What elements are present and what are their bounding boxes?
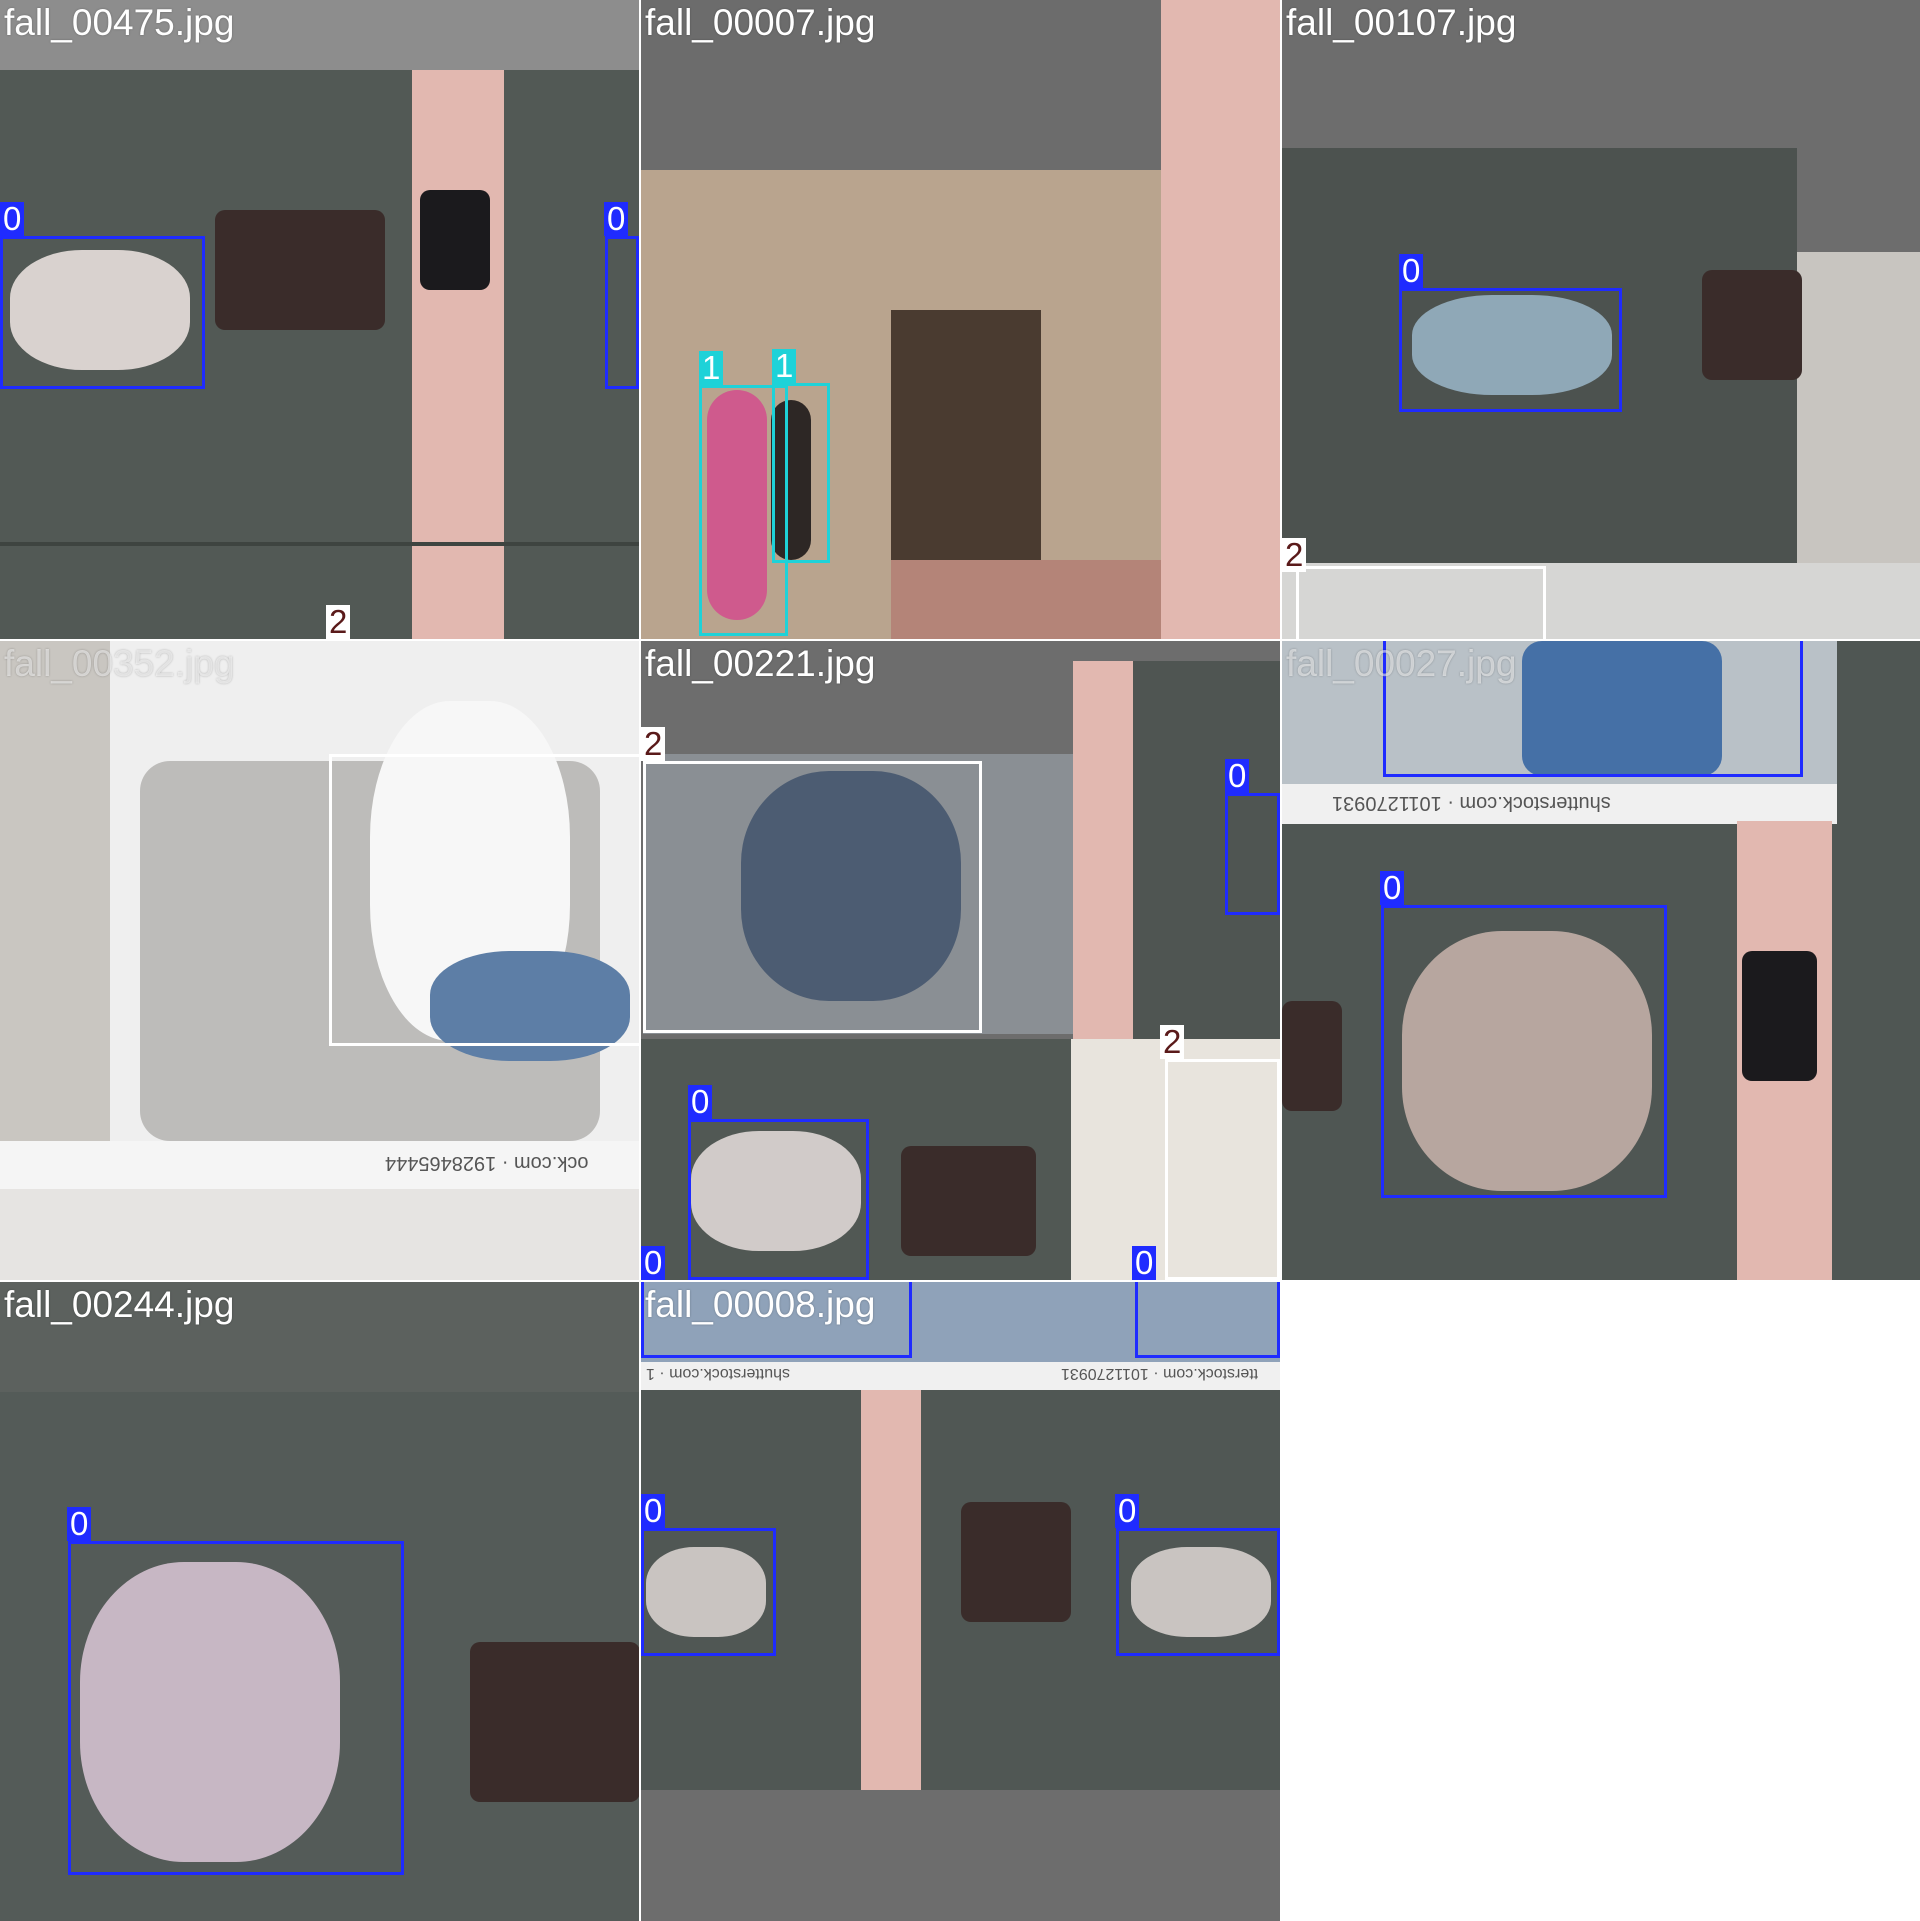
watermark-bar [1282,784,1837,824]
tile-fall-00244: fall_00244.jpg 0 [0,1282,639,1921]
tile-fall-00221: fall_00221.jpg 2 0 2 0 0 0 [641,641,1280,1280]
bbox-label: 2 [326,605,351,639]
kitchen-scene [1797,252,1920,563]
top-gray-band [0,0,639,70]
fallen-person [1402,931,1652,1191]
bbox-class-0 [0,236,205,389]
chair [1702,270,1802,380]
watermark: shutterstock.com · 1011270931 [1332,792,1611,814]
fallen-person [80,1562,340,1862]
bbox-label: 0 [1225,759,1250,793]
lower-strip [0,542,639,546]
jeans [430,951,630,1061]
bbox-class-0 [1381,905,1667,1198]
bbox-label: 0 [1115,1494,1140,1528]
fallen-person [10,250,190,370]
watermark: tterstock.com · 1011270931 [1061,1365,1259,1382]
tile-fall-00352: ock.com · 1928465444 fall_00352.jpg [0,641,639,1280]
man-with-laptop [741,771,961,1001]
bbox-class-2 [1165,1059,1280,1280]
bbox-class-0 [605,236,639,389]
standing-person [771,400,811,560]
chair [215,210,385,330]
bbox-class-0 [1116,1528,1280,1656]
tile-filename: fall_00027.jpg [1286,643,1517,684]
top-scene [641,1282,1280,1362]
office-chair [1742,951,1817,1081]
bbox-class-1 [772,383,830,563]
bbox-label: 0 [641,1246,666,1280]
person-legs [1522,641,1722,776]
bbox-label: 0 [1380,871,1405,905]
bottom-scene [0,1189,639,1280]
fallen-person [1131,1547,1271,1637]
tile-filename: fall_00475.jpg [4,2,235,43]
bbox-class-2 [1296,566,1546,639]
bbox-class-0 [1225,793,1280,915]
office-chair [420,190,490,290]
tile-fall-00008: shutterstock.com · 1 tterstock.com · 101… [641,1282,1280,1921]
sofa [891,560,1161,639]
tile-filename: fall_00008.jpg [645,1284,876,1325]
watermark-bar [0,1141,639,1189]
bed-scene [0,641,110,1141]
bottom-scene [1282,563,1920,639]
tile-fall-00475: fall_00475.jpg 0 0 2 [0,0,639,639]
bbox-label: 2 [641,727,666,761]
wooden-cabinet [861,1390,921,1790]
sofa-scene [1071,1039,1280,1280]
fallen-person [691,1131,861,1251]
bbox-label: 1 [772,349,797,383]
bbox-class-0 [641,1528,776,1656]
fallen-person [646,1547,766,1637]
tile-filename: fall_00007.jpg [645,2,876,43]
bbox-class-0 [688,1119,869,1280]
standing-person [707,390,767,620]
bbox-label: 0 [0,202,25,236]
chair [901,1146,1036,1256]
bbox-class-0 [1399,288,1622,412]
watermark: ock.com · 1928465444 [385,1152,589,1174]
bbox-label: 0 [1399,254,1424,288]
watermark-bar [641,1362,1280,1390]
tile-filename: fall_00221.jpg [645,643,876,684]
bbox-class-1 [699,385,788,636]
bottom-gray-band [641,1790,1280,1921]
bbox-label: 0 [641,1494,666,1528]
tile-fall-00107: fall_00107.jpg 0 2 [1282,0,1920,639]
tile-filename: fall_00244.jpg [4,1284,235,1325]
tile-filename: fall_00107.jpg [1286,2,1517,43]
bbox-class-0 [68,1541,404,1875]
bbox-label: 1 [699,351,724,385]
bbox-label: 2 [1160,1025,1185,1059]
bbox-class-2 [329,754,639,1046]
chair [961,1502,1071,1622]
bookshelf [891,310,1041,570]
chair [1282,1001,1342,1111]
wooden-cabinet [1073,661,1133,1041]
bbox-class-0 [641,1282,912,1358]
wooden-cabinet [1161,0,1280,639]
bbox-label: 0 [688,1085,713,1119]
bbox-class-2 [643,761,982,1033]
tile-filename: fall_00352.jpg [4,643,235,684]
top-band [0,1282,639,1392]
tile-fall-00007: fall_00007.jpg 1 1 [641,0,1280,639]
wooden-cabinet [412,70,504,639]
bbox-label: 0 [1132,1246,1157,1280]
watermark: shutterstock.com · 1 [646,1365,791,1382]
bbox-label: 0 [67,1507,92,1541]
bbox-label: 2 [1282,538,1307,572]
fallen-person [1412,295,1612,395]
chair [470,1642,639,1802]
tile-fall-00027: shutterstock.com · 1011270931 fall_00027… [1282,641,1920,1280]
bbox-class-0 [1383,641,1803,777]
bbox-label: 0 [604,202,629,236]
bbox-class-0 [1135,1282,1280,1358]
